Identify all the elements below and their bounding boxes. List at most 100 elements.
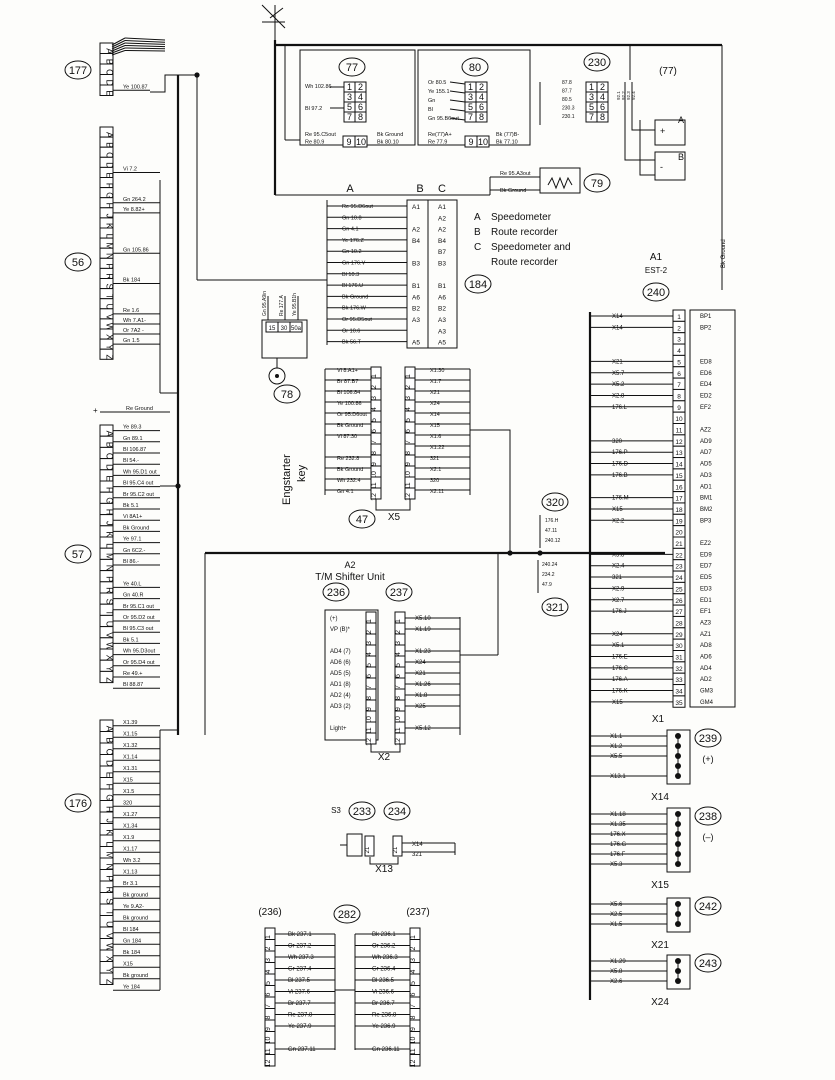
table-184-c: B3 [438, 261, 446, 268]
shifter-a2: A2 [344, 560, 355, 570]
est2-right-label: AD3 [700, 473, 712, 479]
c282-pin-num: 9 [410, 1027, 417, 1031]
conn-x5-pin-num: 8 [405, 451, 412, 455]
s3-link [369, 857, 399, 865]
strip-177-letter: D [105, 80, 115, 87]
c282-left-id: (236) [258, 907, 281, 918]
s3-right-label: X14 [412, 842, 423, 848]
est2-pin-num: 4 [677, 348, 681, 355]
conn-80-bottom-left: Re 77.9 [428, 140, 447, 146]
conn-47-pin-num: 5 [371, 418, 378, 422]
conn-47-label: Re 232.8 [337, 456, 359, 462]
bar-x15-label: X1.18 [610, 812, 626, 818]
c282-pin-num: 11 [265, 1048, 272, 1055]
est2-right-label: AD8 [700, 643, 712, 649]
strip-176-wire-label: Br 3.1 [123, 881, 138, 887]
c282-right-label: Br 236.7 [372, 1001, 395, 1007]
conn-x5-pin-num: 3 [405, 396, 412, 400]
strip-57-wire-label: Wh 95.D3out [123, 649, 156, 655]
ref-79-label: 79 [591, 178, 603, 190]
strip-56-letter: V [105, 314, 115, 320]
ref-230-label: 230 [588, 57, 606, 69]
est2-right-label: AD5 [700, 462, 712, 468]
strip-176-letter: D [105, 760, 115, 767]
ref-234 [383, 801, 411, 821]
table-184-frame [406, 199, 458, 349]
ref-234-label: 234 [388, 806, 406, 818]
strip-57-wire-label: Gn 89.1 [123, 436, 143, 442]
est2-left-label: 176.L [612, 405, 628, 411]
est2-pin-num: 15 [675, 473, 683, 480]
box-b-label: B [678, 152, 684, 162]
est2-pin-num: 29 [675, 632, 683, 639]
wire-line [449, 108, 466, 112]
ref-233 [348, 801, 376, 821]
bar-x15-label: 176.F [610, 852, 626, 858]
table-184-c: B7 [438, 249, 446, 256]
key-78-pin-num: 15 [269, 326, 276, 332]
conn-47-pin-num: 6 [371, 429, 378, 433]
conn-230-pin-num: 2 [600, 82, 605, 92]
shifter-right-label: X25 [415, 704, 426, 710]
strip-57-letter: B [105, 442, 115, 448]
strip-177-letter: C [105, 69, 115, 76]
strip-176-letter: Z [105, 979, 115, 985]
c282-pin-num: 2 [410, 946, 417, 950]
strip-176-letter: N [105, 864, 115, 871]
table-184-c: B4 [438, 238, 446, 245]
bar-x24-ref-label: 243 [699, 958, 717, 970]
bar-x21-ref-label: 242 [699, 901, 717, 913]
shifter-inner-label: AD1 (8) [330, 682, 351, 688]
strip-57-wire-label: Bk 5.1 [123, 637, 139, 643]
legend-text: Route recorder [491, 227, 558, 238]
s3-pin [364, 835, 375, 857]
conn-x5-label: 321 [430, 456, 439, 462]
conn-47-pin-num: 10 [371, 471, 378, 479]
shifter-pin-num: 3 [366, 641, 373, 645]
c282-pin-num: 3 [410, 958, 417, 962]
table-184-a: Or 95.D5out [342, 317, 372, 323]
shifter-pin-num: 7 [366, 685, 373, 689]
est2-right-label: AD6 [700, 655, 712, 661]
strip-176-letter: L [105, 841, 115, 846]
est2-pin-num: 6 [677, 371, 681, 378]
bar-x14-sign: (+) [702, 754, 713, 764]
conn-230-pin [596, 111, 609, 123]
conn-230-pin-num: 4 [600, 92, 605, 102]
strip-176-wire-label: Bl 184 [123, 927, 139, 933]
ref-78 [273, 384, 301, 404]
bar-x14-ref [694, 728, 722, 748]
strip-57-letter: D [105, 464, 115, 471]
strip-57-wire-label: Gn 6C2.- [123, 548, 145, 554]
strip-56-letter: U [105, 304, 115, 311]
strip-176-wire-label: X1.34 [123, 823, 137, 829]
strip-177-wire-label: Ye 100.87 [123, 84, 148, 90]
conn-47-pin-num: 2 [371, 385, 378, 389]
strip-176-letter: H [105, 806, 115, 813]
est2-left-label: X2.9 [612, 586, 625, 592]
conn-47-label: Bk Ground [337, 423, 363, 429]
conn-77b-wires [624, 82, 655, 176]
wire-line [449, 81, 466, 85]
est2-right-label: EF1 [700, 609, 712, 615]
shifter-pin-num: 6 [366, 674, 373, 678]
est2-pin-num: 26 [675, 598, 683, 605]
strip-176-wire-label: Bk ground [123, 973, 148, 979]
key-78-label-1: Engstarter [281, 454, 293, 505]
strip-56-wire-label: Or 7A2 - [123, 328, 144, 334]
strip-57-letter: R [105, 587, 115, 594]
c282-right-label: Gr 236.4 [372, 967, 396, 973]
bar-x14-bottom: X14 [651, 792, 669, 803]
ref-79 [583, 173, 611, 193]
s3-pin-num: 21 [393, 846, 399, 853]
legend-text: Speedometer and [491, 242, 571, 253]
c282-pin-num: 5 [410, 981, 417, 985]
conn-x5-label: X24 [430, 401, 440, 407]
s3-pin [392, 835, 403, 857]
conn-47-label: Bk Ground [337, 467, 363, 473]
strip-176-letter: J [105, 819, 115, 824]
conn-230-label: 230.1 [562, 114, 575, 120]
strip-176-wire-label: X1.5 [123, 789, 134, 795]
key-78-pin-num: 50a [291, 326, 302, 332]
key-78-wire-label: Gn 95.A9in [262, 291, 268, 316]
